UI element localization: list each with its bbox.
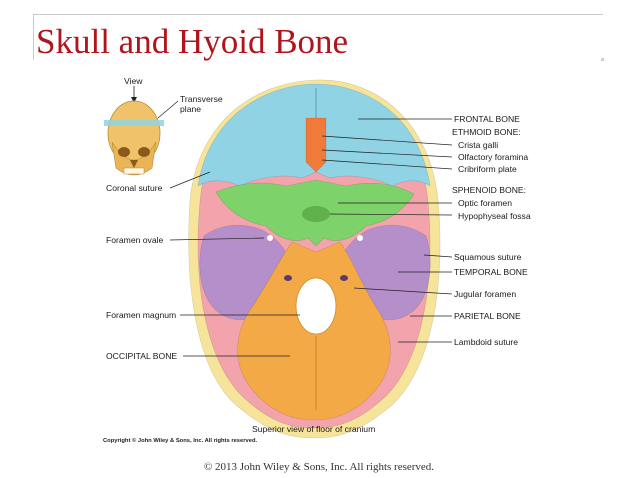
foramen-ovale-right: [357, 235, 363, 241]
inset-eye-socket-left: [118, 147, 130, 157]
figure-copyright: Copyright © John Wiley & Sons, Inc. All …: [103, 438, 258, 444]
inset-plane-label-2: plane: [180, 104, 202, 114]
label-sphenoid-bone: SPHENOID BONE:: [452, 185, 527, 195]
inset-plane-label-1: Transverse: [180, 94, 223, 104]
leader-jugular-foramen: [353, 287, 453, 295]
foramen-magnum-opening: [295, 277, 337, 335]
label-foramen-ovale: Foramen ovale: [106, 235, 164, 245]
title-rule-vertical: [33, 14, 34, 60]
slide-footer: © 2013 John Wiley & Sons, Inc. All right…: [203, 461, 435, 473]
leader-coronal-suture: [169, 171, 211, 189]
label-foramen-magnum: Foramen magnum: [106, 310, 177, 320]
view-arrow-head: [131, 97, 137, 103]
label-cribriform-plate: Cribriform plate: [458, 164, 517, 174]
hypophyseal-fossa-mark: [302, 206, 330, 222]
label-coronal-suture: Coronal suture: [106, 183, 163, 193]
leader-lines: [169, 118, 453, 357]
corner-dot: [601, 58, 604, 61]
label-frontal-bone: FRONTAL BONE: [454, 114, 520, 124]
label-olfactory-foramina: Olfactory foramina: [458, 152, 529, 162]
leader-crista-galli: [321, 135, 453, 146]
label-parietal-bone: PARIETAL BONE: [454, 311, 521, 321]
label-crista-galli: Crista galli: [458, 140, 499, 150]
inset-view-label: View: [124, 76, 143, 86]
leader-olfactory-foramina: [321, 149, 453, 158]
figure-caption: Superior view of floor of cranium: [252, 424, 376, 434]
transverse-plane: [104, 120, 164, 126]
label-lambdoid-suture: Lambdoid suture: [454, 337, 519, 347]
label-temporal-bone: TEMPORAL BONE: [454, 267, 528, 277]
ethmoid-bone-region: [305, 117, 327, 173]
plane-leader: [157, 100, 179, 119]
inset-nasal-cavity: [130, 160, 138, 168]
inset-teeth: [123, 167, 145, 175]
label-occipital-bone: OCCIPITAL BONE: [106, 351, 178, 361]
foramen-ovale-left: [267, 235, 273, 241]
label-optic-foramen: Optic foramen: [458, 198, 512, 208]
label-ethmoid-bone: ETHMOID BONE:: [452, 127, 521, 137]
slide-title: Skull and Hyoid Bone: [36, 22, 349, 61]
leader-foramen-ovale: [169, 237, 265, 241]
leader-hypophyseal-fossa: [329, 213, 453, 216]
jugular-foramen-left: [284, 275, 292, 281]
inset-skull-illustration: [104, 86, 179, 176]
title-rule-horizontal: [33, 14, 603, 15]
jugular-foramen-right: [340, 275, 348, 281]
leader-squamous-suture: [423, 254, 453, 258]
label-hypophyseal-fossa: Hypophyseal fossa: [458, 211, 531, 221]
cranial-floor: [188, 79, 441, 439]
inset-eye-socket-right: [138, 147, 150, 157]
label-squamous-suture: Squamous suture: [454, 252, 522, 262]
leader-cribriform-plate: [321, 159, 453, 170]
label-jugular-foramen: Jugular foramen: [454, 289, 517, 299]
